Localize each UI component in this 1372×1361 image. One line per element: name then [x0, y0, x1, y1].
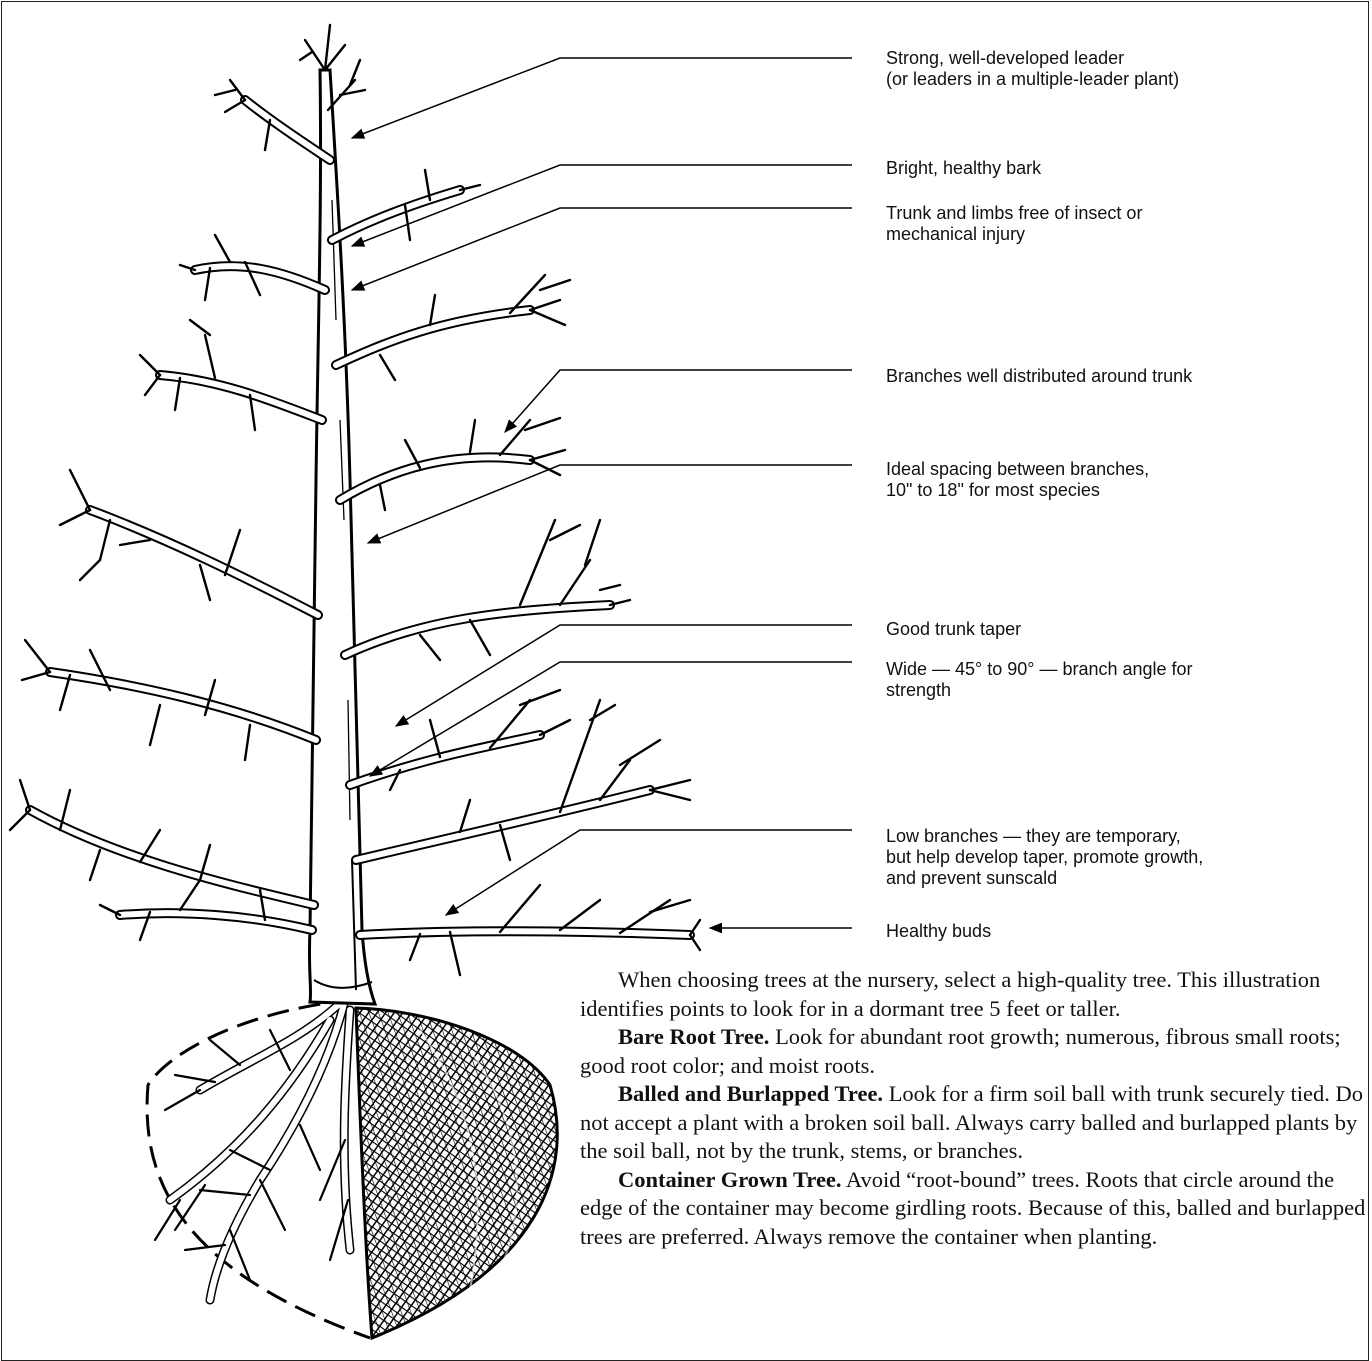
callout-text-line: Bright, healthy bark — [886, 158, 1041, 179]
callout-text-line: but help develop taper, promote growth, — [886, 847, 1203, 868]
callout-text-line: strength — [886, 680, 1193, 701]
bare-root-paragraph: Bare Root Tree. Look for abundant root g… — [580, 1023, 1370, 1080]
callout-branch-angle: Wide — 45° to 90° — branch angle for str… — [886, 659, 1193, 701]
callout-text-line: Wide — 45° to 90° — branch angle for — [886, 659, 1193, 680]
callout-branch-distribution: Branches well distributed around trunk — [886, 366, 1192, 387]
body-text: When choosing trees at the nursery, sele… — [580, 966, 1370, 1251]
callout-branch-spacing: Ideal spacing between branches, 10" to 1… — [886, 459, 1149, 501]
callout-text-line: Ideal spacing between branches, — [886, 459, 1149, 480]
callout-text-line: Branches well distributed around trunk — [886, 366, 1192, 387]
intro-paragraph: When choosing trees at the nursery, sele… — [580, 966, 1370, 1023]
callout-text-line: and prevent sunscald — [886, 868, 1203, 889]
callout-trunk-taper: Good trunk taper — [886, 619, 1021, 640]
callout-leader: Strong, well-developed leader (or leader… — [886, 48, 1179, 90]
balled-burlapped-heading: Balled and Burlapped Tree. — [618, 1081, 883, 1106]
callout-text-line: (or leaders in a multiple-leader plant) — [886, 69, 1179, 90]
callout-text-line: Strong, well-developed leader — [886, 48, 1179, 69]
bare-root-heading: Bare Root Tree. — [618, 1024, 769, 1049]
callout-text-line: 10" to 18" for most species — [886, 480, 1149, 501]
trunk — [309, 70, 375, 1004]
callout-trunk-limbs: Trunk and limbs free of insect or mechan… — [886, 203, 1142, 245]
container-grown-heading: Container Grown Tree. — [618, 1167, 842, 1192]
callout-text-line: Healthy buds — [886, 921, 991, 942]
balled-burlapped-paragraph: Balled and Burlapped Tree. Look for a fi… — [580, 1080, 1370, 1166]
callout-buds: Healthy buds — [886, 921, 991, 942]
container-grown-paragraph: Container Grown Tree. Avoid “root-bound”… — [580, 1166, 1370, 1252]
callout-bark: Bright, healthy bark — [886, 158, 1041, 179]
callout-low-branches: Low branches — they are temporary, but h… — [886, 826, 1203, 889]
callout-text-line: Low branches — they are temporary, — [886, 826, 1203, 847]
callout-text-line: Trunk and limbs free of insect or — [886, 203, 1142, 224]
roots — [155, 1000, 350, 1300]
callout-text-line: Good trunk taper — [886, 619, 1021, 640]
callout-text-line: mechanical injury — [886, 224, 1142, 245]
